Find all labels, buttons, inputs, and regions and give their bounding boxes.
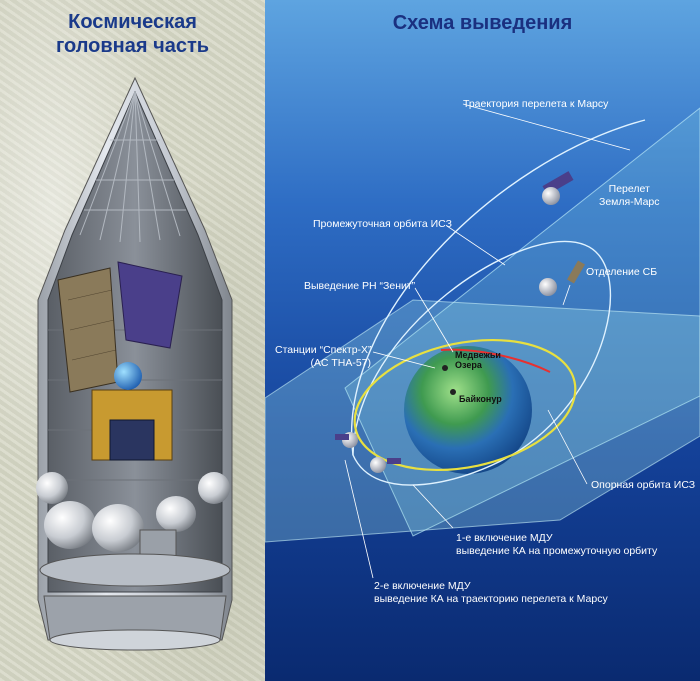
label-mdu1-line2: выведение КА на промежуточную орбиту	[456, 545, 658, 557]
cone-ribs	[79, 91, 186, 243]
label-sb-separation: Отделение СБ	[586, 266, 658, 278]
label-stations: Станции “Спектр-Х” (АС ТНА-57)	[275, 344, 372, 370]
spacecraft-mdu1-icon	[370, 457, 401, 473]
label-stations-line2: (АС ТНА-57)	[310, 357, 371, 369]
earth-globe	[404, 346, 532, 474]
launch-scheme-panel: Схема выведения Траектория перелета к Ма…	[265, 0, 700, 681]
label-stations-line1: Станции “Спектр-Х”	[275, 344, 372, 356]
left-panel-title: Космическая головная часть	[0, 10, 265, 58]
label-intermediate-orbit: Промежуточная орбита ИСЗ	[313, 218, 452, 230]
label-flight-line2: Земля-Марс	[599, 196, 660, 208]
solar-panel-right	[117, 261, 183, 349]
label-mdu-first: 1-е включение МДУ выведение КА на промеж…	[456, 532, 657, 558]
label-mdu2-line2: выведение КА на траекторию перелета к Ма…	[374, 593, 608, 605]
left-title-line1: Космическая	[68, 11, 197, 33]
label-zenit-launch: Выведение РН “Зенит”	[304, 280, 416, 292]
spacecraft-flight-icon	[542, 171, 574, 205]
spacecraft-separation-icon	[539, 260, 585, 296]
leader-lines	[344, 103, 631, 579]
earth-globe-small	[114, 362, 142, 390]
label-mdu-second: 2-е включение МДУ выведение КА на траект…	[374, 580, 608, 606]
fairing-cutaway-illustration	[36, 76, 233, 651]
right-panel-title: Схема выведения	[392, 12, 573, 34]
label-bear-lakes-line2: Озера	[455, 360, 482, 370]
tank	[92, 504, 144, 552]
mars-trajectory-path	[350, 119, 646, 456]
label-earth-mars-flight: Перелет Земля-Марс	[599, 183, 660, 209]
launch-track	[440, 348, 551, 373]
tank	[44, 501, 96, 549]
tank	[198, 472, 230, 504]
reference-orbit-path	[353, 338, 577, 472]
label-flight-line1: Перелет	[608, 183, 650, 195]
intermediate-orbit-path	[352, 240, 612, 486]
label-bear-lakes-line1: Медвежьи	[455, 350, 501, 360]
tank	[36, 472, 68, 504]
baikonur-marker	[450, 389, 456, 395]
label-mdu2-line1: 2-е включение МДУ	[374, 580, 471, 592]
label-baikonur: Байконур	[459, 394, 502, 404]
label-mars-trajectory: Траектория перелета к Марсу	[463, 98, 609, 110]
spacecraft-mdu2-icon	[335, 432, 358, 448]
label-mdu1-line1: 1-е включение МДУ	[456, 532, 553, 544]
bear-lakes-marker	[442, 365, 448, 371]
label-bear-lakes: Медвежьи Озера	[455, 350, 501, 370]
launch-scheme-diagram	[265, 103, 700, 579]
tank	[156, 496, 196, 532]
payload-fairing-panel: Космическая головная часть	[0, 0, 265, 681]
adapter-ring	[39, 553, 231, 587]
left-title-line2: головная часть	[55, 35, 210, 57]
label-reference-orbit: Опорная орбита ИСЗ	[591, 479, 696, 491]
